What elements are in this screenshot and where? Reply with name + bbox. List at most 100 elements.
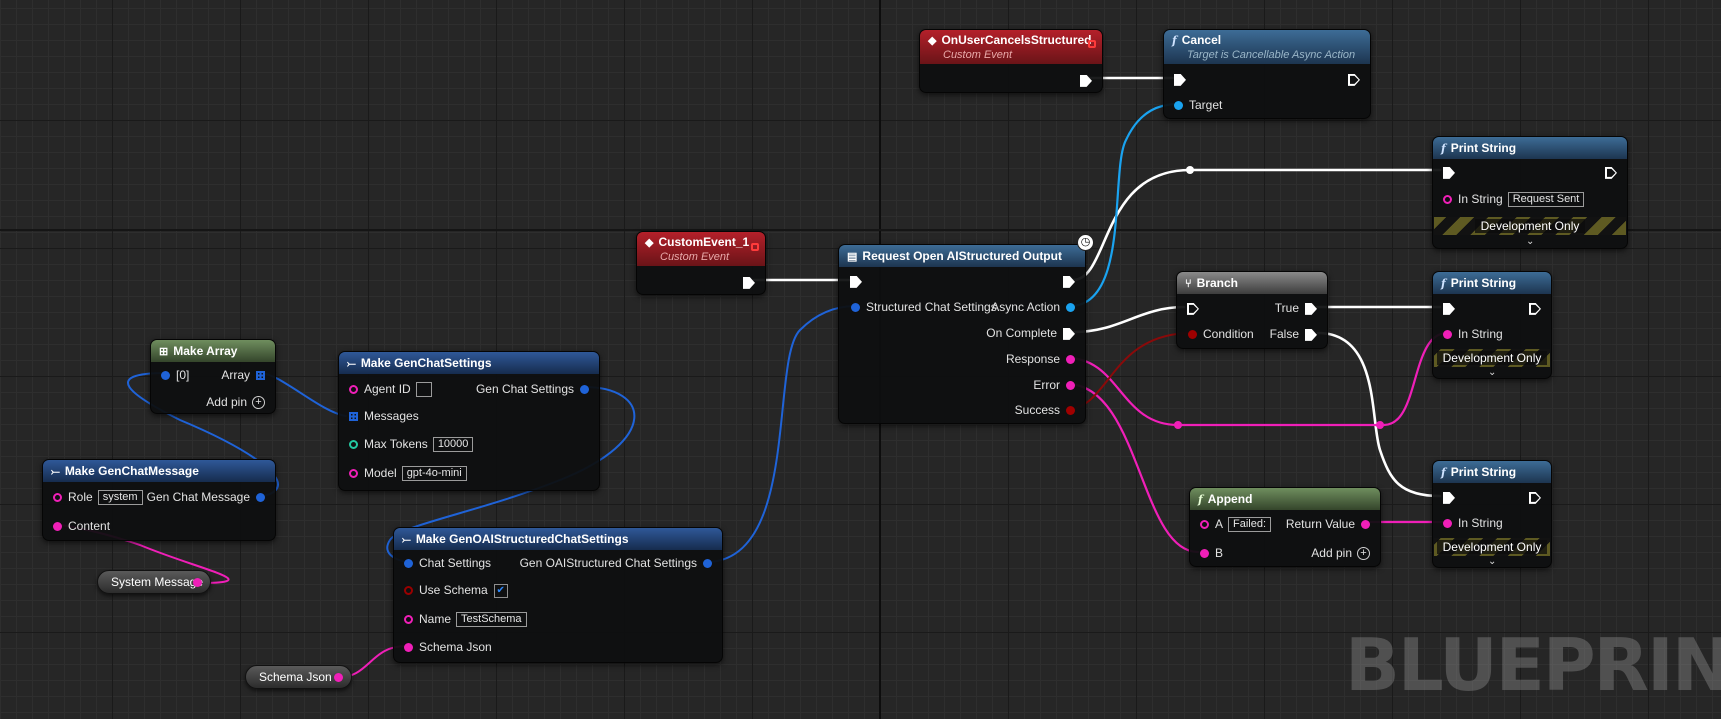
true-exec-pin[interactable] [1305, 302, 1317, 315]
string-reroute-knot[interactable] [1174, 421, 1182, 429]
gen-chat-settings-output-pin[interactable] [580, 385, 589, 395]
gen-chat-message-output-pin[interactable] [256, 493, 265, 503]
node-header[interactable]: ▤Request Open AIStructured Output [839, 245, 1085, 267]
role-input-pin[interactable] [53, 493, 62, 503]
add-pin-button[interactable]: + [252, 396, 265, 410]
chevron-down-icon[interactable]: ⌄ [1488, 367, 1497, 378]
in-string-input-pin[interactable] [1443, 195, 1452, 205]
node-header[interactable]: ⑂Branch [1177, 272, 1327, 294]
exec-output-pin[interactable] [743, 276, 755, 289]
string-reroute-knot[interactable] [1376, 421, 1384, 429]
structured-chat-settings-input-pin[interactable] [851, 303, 860, 313]
custom-event-1-node[interactable]: ◆CustomEvent_1 Custom Event [636, 231, 766, 295]
use-schema-input-pin[interactable] [404, 586, 413, 596]
model-input-pin[interactable] [349, 469, 358, 479]
exec-input-pin[interactable] [850, 275, 862, 288]
schema-json-variable-node[interactable]: Schema Json [245, 665, 352, 689]
exec-input-pin[interactable] [1187, 302, 1199, 315]
max-tokens-field[interactable]: 10000 [432, 437, 474, 453]
in-string-input-pin[interactable] [1443, 519, 1452, 529]
b-input-pin[interactable] [1200, 549, 1209, 559]
node-header[interactable]: ◆OnUserCancelsStructured Custom Event [920, 30, 1102, 64]
node-header[interactable]: ⊞Make Array [151, 340, 275, 362]
false-exec-pin[interactable] [1305, 328, 1317, 341]
response-output-pin[interactable] [1066, 355, 1075, 365]
chevron-down-icon[interactable]: ⌄ [1488, 556, 1497, 567]
make-gen-oai-structured-chat-settings-node[interactable]: ⤚Make GenOAIStructuredChatSettings Chat … [393, 527, 723, 663]
index-0-input-pin[interactable] [161, 371, 170, 381]
target-input-pin[interactable] [1174, 101, 1183, 111]
pin-label: B [1215, 546, 1224, 560]
success-output-pin[interactable] [1066, 406, 1075, 416]
exec-input-pin[interactable] [1443, 166, 1455, 179]
exec-input-pin[interactable] [1174, 73, 1186, 86]
request-openai-structured-output-node[interactable]: ▤Request Open AIStructured Output ◷ Stru… [838, 234, 1094, 424]
messages-array-input-pin[interactable] [349, 412, 358, 422]
delegate-pin-icon[interactable] [1088, 40, 1096, 48]
node-title: CustomEvent_1 [658, 235, 750, 249]
branch-node[interactable]: ⑂Branch True Condition False [1176, 271, 1328, 349]
schema-json-input-pin[interactable] [404, 643, 413, 653]
exec-input-pin[interactable] [1443, 302, 1455, 315]
max-tokens-input-pin[interactable] [349, 440, 358, 450]
on-complete-exec-pin[interactable] [1063, 327, 1075, 340]
exec-reroute-knot[interactable] [1186, 166, 1194, 174]
node-header[interactable]: ⤚Make GenChatMessage [43, 460, 275, 482]
chevron-down-icon[interactable]: ⌄ [1526, 236, 1535, 247]
node-subtitle: Target is Cancellable Async Action [1187, 49, 1356, 61]
async-action-output-pin[interactable] [1066, 303, 1075, 313]
a-input-pin[interactable] [1200, 520, 1209, 530]
schema-json-output-pin[interactable] [334, 673, 343, 682]
delegate-pin-icon[interactable] [751, 243, 759, 251]
error-output-pin[interactable] [1066, 381, 1075, 391]
exec-output-pin[interactable] [1063, 275, 1075, 288]
add-pin-button[interactable]: + [1357, 547, 1370, 561]
content-input-pin[interactable] [53, 522, 62, 532]
return-value-output-pin[interactable] [1361, 520, 1370, 530]
exec-output-pin[interactable] [1529, 491, 1541, 504]
exec-output-pin[interactable] [1529, 302, 1541, 315]
agent-id-input-pin[interactable] [349, 385, 358, 395]
role-field[interactable]: system [97, 490, 143, 506]
exec-output-pin[interactable] [1080, 74, 1092, 87]
node-title: Make Array [173, 344, 238, 358]
agent-id-field[interactable] [415, 382, 432, 398]
a-value-field[interactable]: Failed: [1228, 517, 1272, 533]
pin-label: In String [1458, 327, 1503, 341]
pin-label: Error [1033, 378, 1060, 392]
structured-chat-settings-output-pin[interactable] [703, 559, 712, 569]
condition-input-pin[interactable] [1188, 330, 1197, 340]
in-string-value-field[interactable]: Request Sent [1507, 192, 1585, 208]
name-input-pin[interactable] [404, 615, 413, 625]
use-schema-checkbox[interactable]: ✔ [493, 583, 508, 598]
node-header[interactable]: ◆CustomEvent_1 Custom Event [637, 232, 765, 266]
exec-output-pin[interactable] [1348, 73, 1360, 86]
in-string-input-pin[interactable] [1443, 330, 1452, 340]
chat-settings-input-pin[interactable] [404, 559, 413, 569]
exec-output-pin[interactable] [1605, 166, 1617, 179]
development-only-banner: Development Only [1434, 538, 1550, 556]
make-gen-chat-settings-node[interactable]: ⤚Make GenChatSettings Agent ID Gen Chat … [338, 351, 600, 491]
name-field[interactable]: TestSchema [456, 612, 527, 628]
node-header[interactable]: ⤚Make GenChatSettings [339, 352, 599, 374]
system-message-variable-node[interactable]: System Message [97, 570, 211, 594]
array-output-pin[interactable] [256, 371, 265, 381]
system-message-output-pin[interactable] [193, 578, 202, 587]
exec-input-pin[interactable] [1443, 491, 1455, 504]
node-header[interactable]: ⤚Make GenOAIStructuredChatSettings [394, 528, 722, 550]
on-user-cancels-structured-node[interactable]: ◆OnUserCancelsStructured Custom Event [919, 29, 1103, 93]
pin-label: Role [68, 490, 93, 504]
model-field[interactable]: gpt-4o-mini [401, 466, 467, 482]
make-array-node[interactable]: ⊞Make Array [0] Array Add pin+ [150, 339, 276, 414]
